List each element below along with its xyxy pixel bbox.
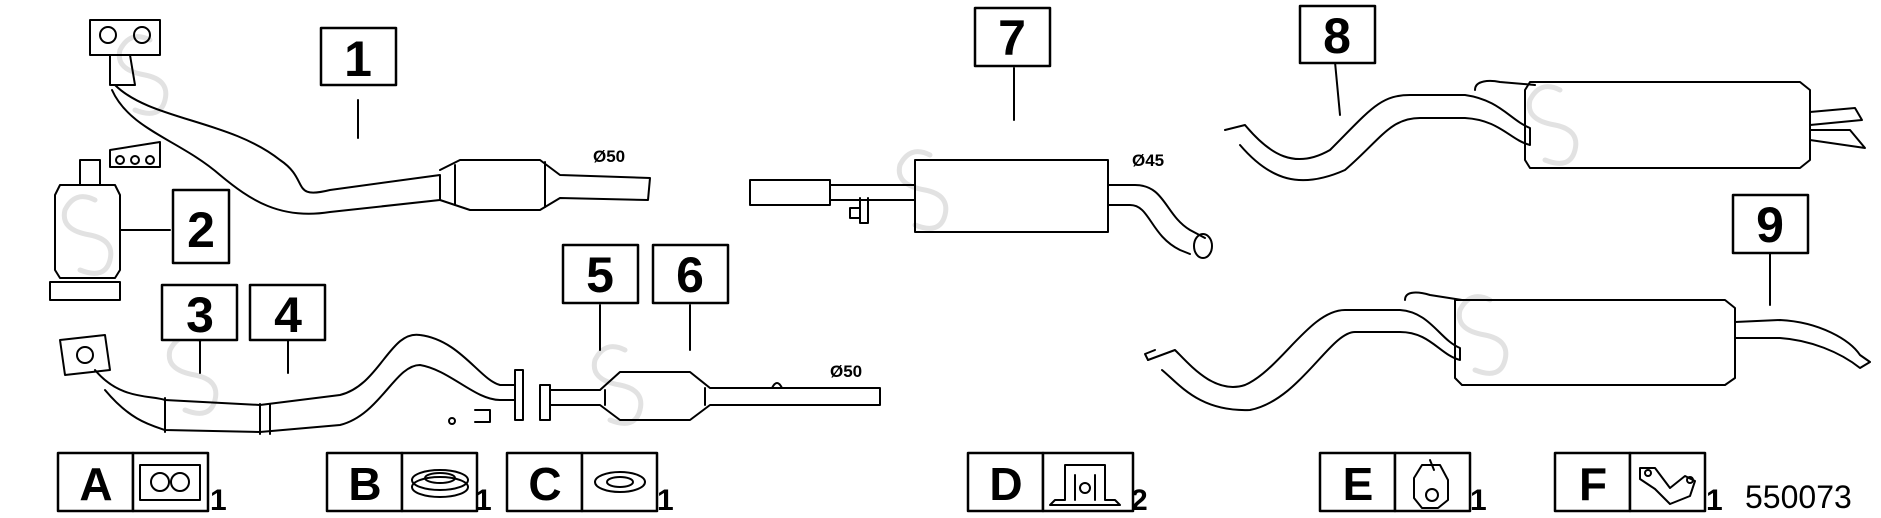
callout-9: 9 [1756, 197, 1784, 253]
kit-letter-f: F [1579, 458, 1607, 510]
callout-7: 7 [998, 10, 1026, 66]
callout-boxes [160, 4, 1810, 342]
kit-boxes [56, 451, 1707, 513]
callout-6: 6 [676, 247, 704, 303]
callout-4: 4 [274, 287, 302, 343]
leader-lines [199, 61, 1771, 374]
diameter-label-part-7: Ø45 [1132, 151, 1164, 170]
kit-qty-c: 1 [657, 484, 674, 517]
watermark-logos [61, 34, 1579, 426]
kit-qty-a: 1 [210, 484, 227, 517]
callout-2: 2 [187, 202, 215, 258]
kit-letter-e: E [1343, 458, 1374, 510]
ring-gasket-small-icon [594, 471, 646, 493]
part-9-rear-muffler [1144, 291, 1871, 412]
callout-3: 3 [186, 287, 214, 343]
flange-gasket-icon [139, 464, 201, 501]
callout-5: 5 [586, 247, 614, 303]
kit-letter-a: A [79, 458, 112, 510]
hanger-bracket-icon [1639, 467, 1696, 505]
diameter-label-part-1: Ø50 [593, 147, 625, 166]
callout-1: 1 [344, 31, 372, 87]
mounting-bracket-icon [1049, 464, 1121, 506]
kit-letter-b: B [348, 458, 381, 510]
kit-qty-e: 1 [1470, 484, 1487, 517]
callout-8: 8 [1323, 8, 1351, 64]
part-8-rear-muffler [1224, 80, 1866, 182]
kit-qty-d: 2 [1131, 484, 1148, 517]
part-2-catalytic-converter [49, 141, 171, 301]
rubber-hanger-icon [1413, 459, 1449, 509]
drawing-number: 550073 [1745, 479, 1852, 515]
ring-gasket-icon [411, 469, 469, 498]
part-1-front-pipe-catalyst [89, 19, 651, 215]
kit-letter-d: D [989, 458, 1022, 510]
diameter-label-part-6: Ø50 [830, 362, 862, 381]
part-3-4-flex-pipe [59, 333, 524, 435]
kit-qty-b: 1 [475, 484, 492, 517]
kit-qty-f: 1 [1706, 484, 1723, 517]
part-5-6-catalyst-pipe [539, 371, 881, 421]
part-7-center-muffler [749, 159, 1213, 259]
kit-letter-c: C [528, 458, 561, 510]
